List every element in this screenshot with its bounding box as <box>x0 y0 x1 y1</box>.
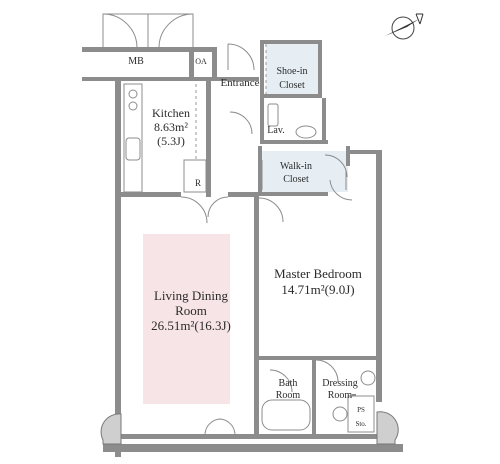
entrance-label: Entrance <box>220 77 259 89</box>
kitchen-label: Kitchen <box>152 106 190 120</box>
kitchen-jo: (5.3J) <box>157 134 185 148</box>
shoe-closet-fill <box>266 43 318 96</box>
bath-label-1: Bath <box>279 378 298 389</box>
sto-label: Sto. <box>355 420 366 428</box>
walkin-closet-label-1: Walk-in <box>280 161 312 172</box>
living-dining-area: 26.51m²(16.3J) <box>151 318 231 333</box>
walls <box>82 40 403 457</box>
dashed-guides <box>195 44 267 160</box>
shoe-closet-label-1: Shoe-in <box>276 66 307 77</box>
mb-label: MB <box>128 56 144 67</box>
master-bedroom-area: 14.71m²(9.0J) <box>281 282 354 297</box>
doors <box>180 43 353 436</box>
top-windows <box>102 13 194 50</box>
lav-label: Lav. <box>267 125 284 136</box>
living-highlight <box>143 234 230 404</box>
oa-label: OA <box>195 57 207 66</box>
north-arrow-icon <box>385 13 424 40</box>
kitchen-area: 8.63m² <box>154 120 188 134</box>
living-dining-label-2: Room <box>175 303 207 318</box>
refrigerator-label: R <box>195 178 201 188</box>
master-bedroom-label: Master Bedroom <box>274 266 362 281</box>
dressing-label-1: Dressing <box>322 378 358 389</box>
fixtures <box>123 83 376 433</box>
columns <box>100 411 399 445</box>
walkin-closet-fill <box>262 151 348 192</box>
living-dining-label-1: Living Dining <box>154 288 229 303</box>
shoe-closet-label-2: Closet <box>279 80 305 91</box>
dressing-label-2: Room <box>328 390 353 401</box>
walkin-closet-label-2: Closet <box>283 174 309 185</box>
ps-label: PS <box>357 406 365 414</box>
bath-label-2: Room <box>276 390 301 401</box>
